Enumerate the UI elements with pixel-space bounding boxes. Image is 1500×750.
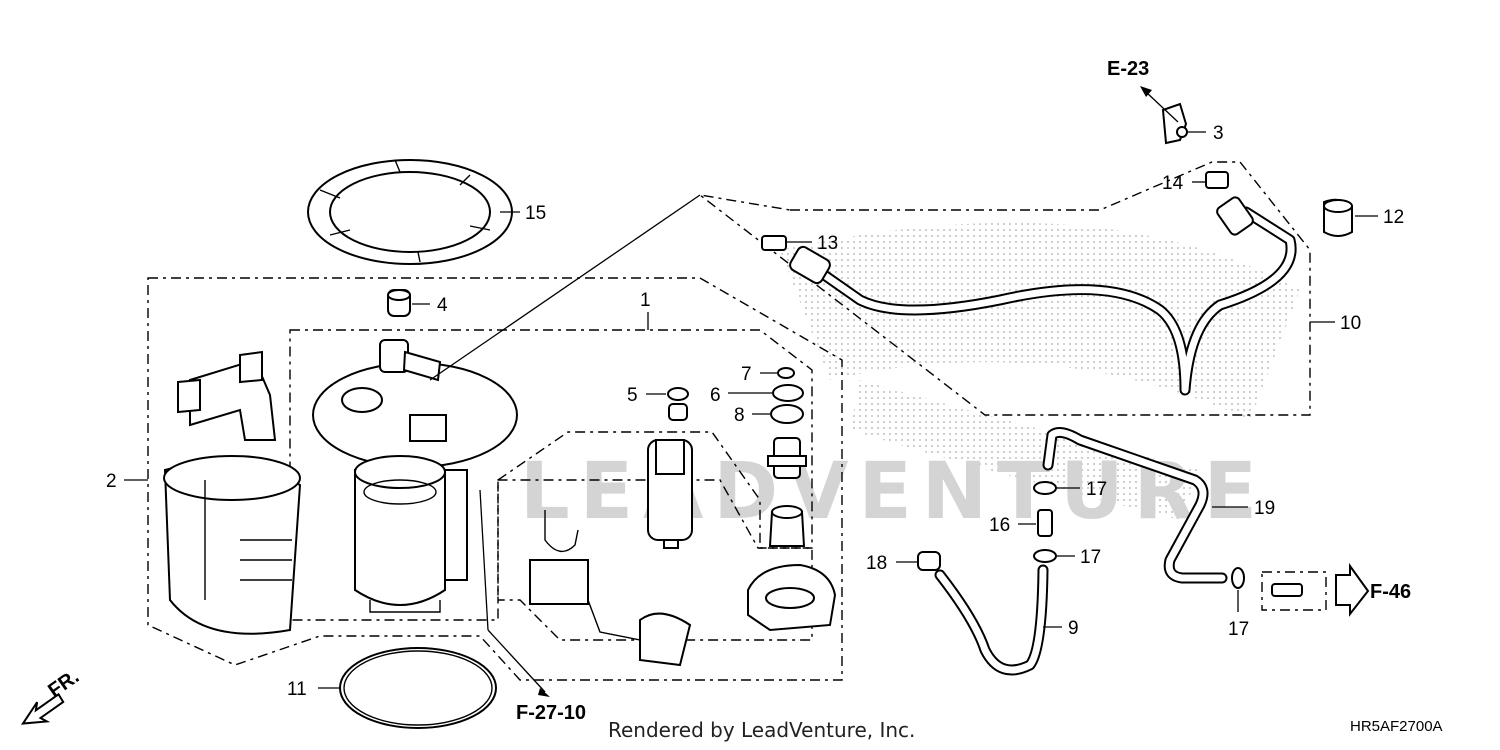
joint-16 [1037,509,1053,537]
ref-f46: F-46 [1370,581,1411,603]
o-ring-11 [339,647,497,729]
fuel-hose-10 [789,196,1297,396]
callout-1: 1 [640,290,651,311]
callout-11: 11 [287,679,307,700]
drain-hose-9 [934,564,1049,676]
clip-13 [761,235,787,251]
collar [668,403,688,421]
o-ring-6 [772,384,804,402]
diagram-code: HR5AF2700A [1350,718,1443,735]
clip-17-lower [1033,549,1057,563]
callout-10: 10 [1340,313,1361,334]
ref-e23: E-23 [1107,58,1149,80]
callout-4: 4 [437,295,448,316]
callout-7: 7 [741,364,752,385]
front-arrow-icon [20,692,65,725]
f46-connector [1261,562,1370,617]
o-ring-8 [770,404,804,424]
o-ring-7 [777,367,795,379]
front-label: FR. [44,666,83,703]
fuel-pump-unit-1 [312,339,518,613]
sender-boundary [497,431,813,641]
o-ring-5 [667,387,689,401]
assembly-boundary-2 [147,277,843,681]
clip-18 [917,551,941,571]
grommet-4 [387,289,411,317]
regulator-holder [768,505,806,547]
callout-16: 16 [989,515,1010,536]
callout-17-lower: 17 [1080,547,1101,568]
lock-ring-15 [307,159,513,265]
filter-base [747,563,837,632]
callout-17-upper: 17 [1086,479,1107,500]
clip-3 [1161,102,1188,145]
callout-8: 8 [734,405,745,426]
hose-boundary-10 [699,161,1311,416]
leader-lines [124,86,1378,697]
callout-2: 2 [106,471,117,492]
pump-motor [647,439,693,549]
clip-17-right [1231,567,1245,589]
clip-17-upper [1033,481,1057,495]
fuel-level-sender [529,510,692,667]
callout-14: 14 [1162,173,1184,194]
callout-13: 13 [817,233,838,254]
breather-hose-19 [1042,426,1228,584]
callout-5: 5 [627,385,638,406]
filter-case-2 [163,350,302,635]
ref-f2710: F-27-10 [516,702,586,724]
callout-9: 9 [1068,618,1079,639]
pump-assembly-boundary-1 [289,329,813,621]
callout-15: 15 [525,203,546,224]
grommet-12 [1323,198,1353,237]
clip-14 [1205,171,1229,189]
callout-17-right: 17 [1228,619,1249,640]
front-indicator: FR. [20,666,83,725]
callout-6: 6 [710,385,721,406]
callout-19: 19 [1254,498,1275,519]
callout-18: 18 [866,553,887,574]
pressure-regulator [767,437,807,479]
callout-3: 3 [1213,123,1224,144]
reference-labels: E-23 F-46 F-27-10 [516,58,1411,724]
callout-12: 12 [1383,207,1404,228]
callouts: 1 2 3 4 5 6 7 8 9 10 11 12 13 14 15 16 1… [106,123,1404,700]
render-credit: Rendered by LeadVenture, Inc. [608,718,916,742]
